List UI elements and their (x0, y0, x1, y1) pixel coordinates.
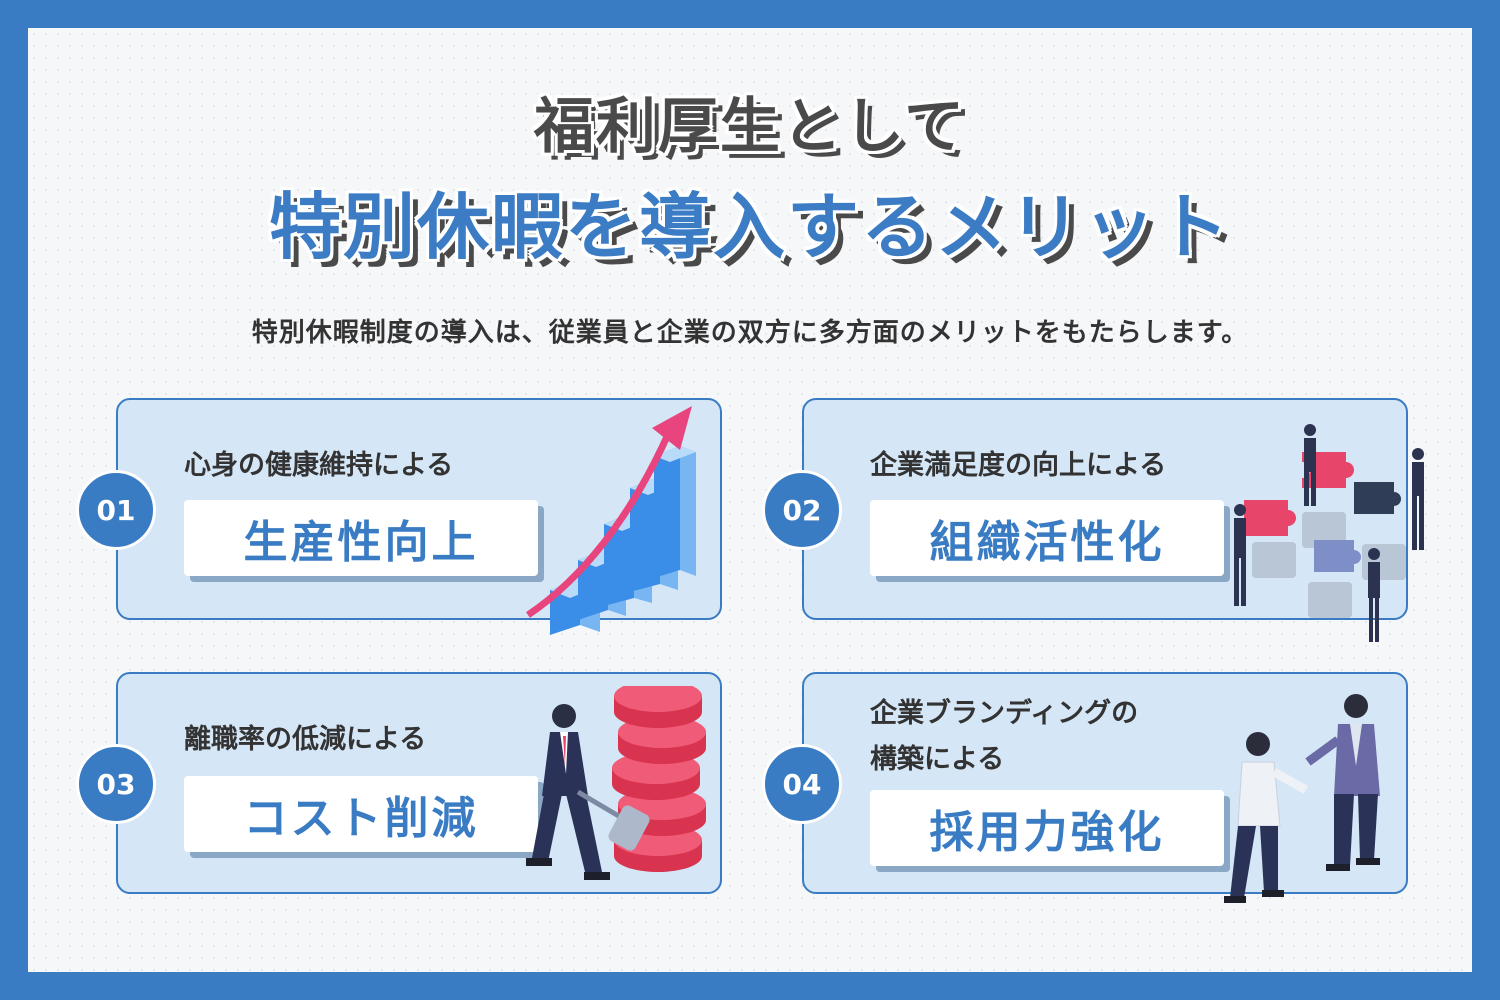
handshake-people-icon (1224, 694, 1380, 903)
card-main-label: コスト削減 (184, 776, 538, 852)
title-line-1: 福利厚生として (533, 92, 967, 162)
card-subheading: 心身の健康維持による (184, 450, 454, 481)
title-line-2: 特別休暇を導入するメリット (268, 185, 1231, 269)
card-number-badge: 04 (762, 744, 842, 824)
card-number-badge: 03 (76, 744, 156, 824)
card-subheading-line-2: 構築による (870, 744, 1005, 775)
puzzle-team-icon (1234, 424, 1424, 642)
card-main-label: 採用力強化 (870, 790, 1224, 866)
card-main-label: 組織活性化 (870, 500, 1224, 576)
card-main-label: 生産性向上 (184, 500, 538, 576)
card-subheading: 離職率の低減による (184, 724, 427, 755)
rising-bar-chart-icon (526, 406, 696, 635)
coin-stack-hammer-icon (526, 686, 706, 880)
card-subheading-line-1: 企業ブランディングの (870, 698, 1139, 729)
card-number-badge: 01 (76, 470, 156, 550)
card-number-badge: 02 (762, 470, 842, 550)
card-subheading: 企業満足度の向上による (870, 450, 1167, 481)
subtitle: 特別休暇制度の導入は、従業員と企業の双方に多方面のメリットをもたらします。 (251, 318, 1249, 348)
